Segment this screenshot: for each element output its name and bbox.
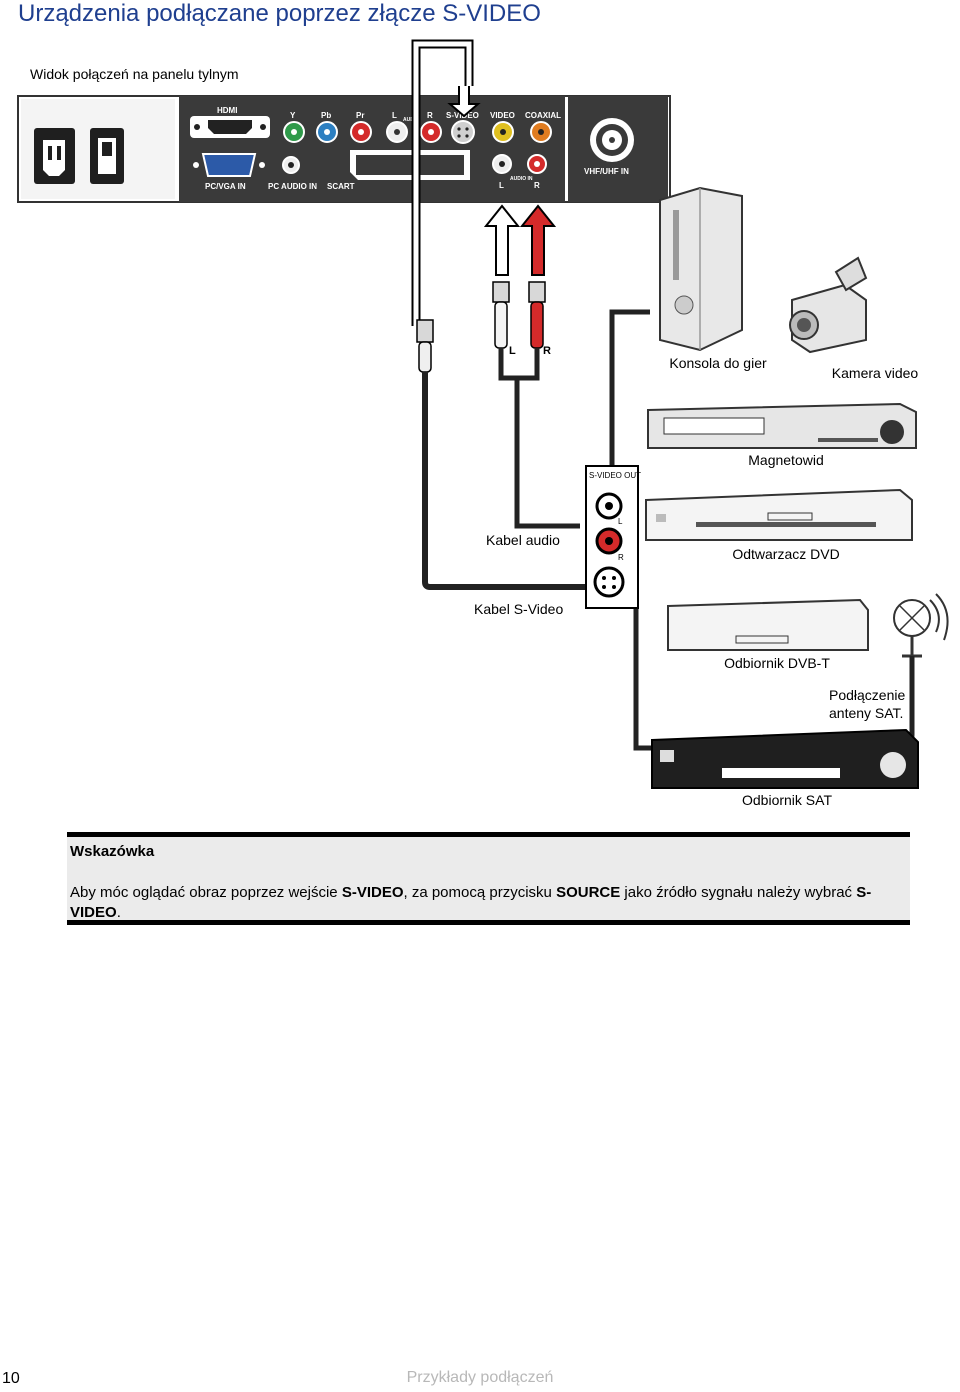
hdmi-label: HDMI [217,106,237,115]
power-socket-icon [34,128,75,184]
out-r-label: R [618,553,624,562]
connection-diagram: HDMI Y Pb Pr L AUDIO R S-VIDEO VIDEO COA… [17,39,949,789]
svideo-out-label: S-VIDEO OUT [589,471,641,480]
tv-rear-panel: HDMI Y Pb Pr L AUDIO R S-VIDEO VIDEO COA… [17,95,671,203]
out-svideo-jack-icon [593,566,625,598]
vga-port-icon [193,153,265,177]
pcvga-label: PC/VGA IN [205,182,246,191]
svideo-out-panel: S-VIDEO OUT L R [585,465,641,609]
camera-label: Kamera video [831,365,919,381]
hint-keyword-svideo: S-VIDEO [70,884,872,921]
antenna-label: Podłączenie anteny SAT. [829,687,906,721]
camcorder-icon [789,256,868,354]
sat-receiver-icon [651,728,919,789]
game-console-icon [659,186,743,352]
hint-keyword-source: SOURCE [556,884,621,901]
dvd-player-icon [645,488,913,541]
video-label: VIDEO [490,111,515,120]
vhf-label: VHF/UHF IN [584,167,629,176]
audio-r-label: R [427,111,433,120]
footer-section-title: Przykłady podłączeń [406,1369,554,1386]
audio-l-label: L [392,111,397,120]
scart-label: SCART [327,182,355,191]
pcaudio-label: PC AUDIO IN [268,182,317,191]
y-label: Y [290,111,296,120]
vcr-label: Magnetowid [748,452,824,468]
audio-word-label: AUDIO [403,117,419,123]
scart-port-icon [350,150,470,180]
svideo-cable-label: Kabel S-Video [474,601,564,617]
out-l-label: L [618,517,623,526]
vcr-icon [647,402,917,449]
page-number: 10 [2,1370,20,1387]
hint-text-part: Aby móc oglądać obraz poprzez wejście [70,884,342,901]
hint-box: Wskazówka Aby móc oglądać obraz poprzez … [67,832,910,925]
hint-text-part: jako źródło sygnału należy wybrać [620,884,857,901]
plug-r-label: R [543,345,551,357]
pr-label: Pr [356,111,364,120]
hint-text: Aby móc oglądać obraz poprzez wejście S-… [70,883,900,923]
hint-text-part: . [116,904,121,921]
hint-keyword-svideo: S-VIDEO [341,884,404,901]
antenna-input-icon [590,118,634,162]
audio-cable [492,281,580,529]
dvbt-label: Odbiornik DVB-T [724,655,830,671]
hint-text-part: , za pomocą przycisku [403,884,557,901]
page-title: Urządzenia podłączane poprzez złącze S-V… [18,0,541,27]
coaxial-label: COAXIAL [525,111,561,120]
panel-view-caption: Widok połączeń na panelu tylnym [30,66,239,82]
svideo-port-icon [451,120,475,144]
audioin-r-label: R [534,181,540,190]
power-switch-icon [90,128,124,184]
svideo-plug-icon [416,319,434,343]
plug-l-label: L [509,345,516,357]
audio-cable-label: Kabel audio [486,532,560,548]
audio-r-arrow-icon [519,204,557,276]
svideo-arrow-icon [447,86,481,118]
satellite-dish-icon [893,593,949,751]
audio-plug-l-icon [494,301,508,349]
audioin-l-label: L [499,181,504,190]
audioin-label: AUDIO IN [510,176,533,182]
hint-title: Wskazówka [70,843,155,860]
audio-l-arrow-icon [483,204,521,276]
svideo-cable [411,39,586,590]
dvd-label: Odtwarzacz DVD [732,546,840,562]
pb-label: Pb [321,111,331,120]
console-label: Konsola do gier [669,355,767,371]
dvbt-receiver-icon [667,598,869,651]
audio-plug-r-icon [530,301,544,349]
hdmi-port: HDMI [190,106,270,138]
sat-label: Odbiornik SAT [742,792,832,808]
